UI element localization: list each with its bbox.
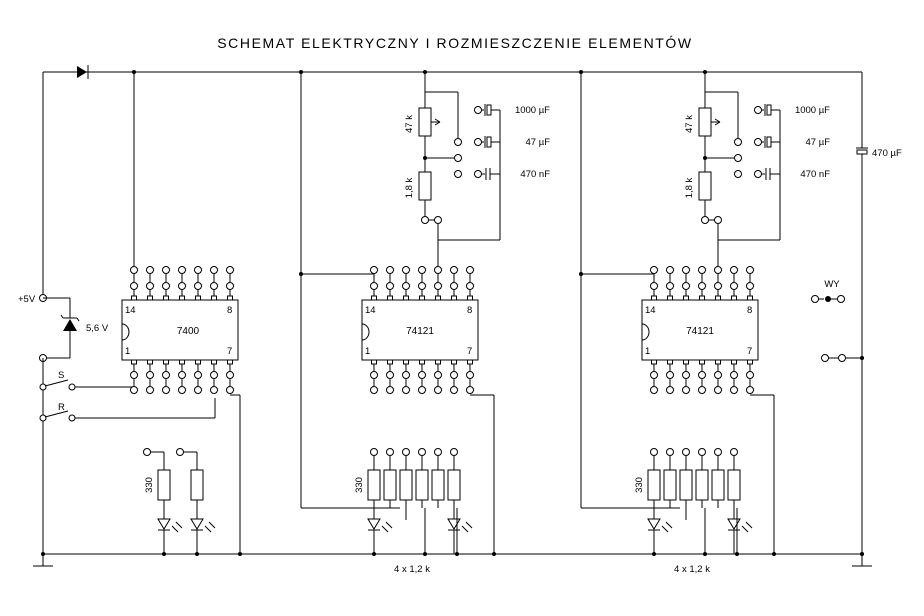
power-input: +5V 5,6 V — [18, 294, 109, 362]
output-terminals: WY — [811, 279, 864, 362]
mono-1-cap-2: 47 µF — [526, 137, 551, 148]
mono-2-array: 4 x 1,2 k — [674, 564, 710, 575]
mono-1-cap-3: 470 nF — [520, 169, 550, 180]
mono-2-pin8: 8 — [747, 305, 752, 316]
mono-1-pin8: 8 — [467, 305, 472, 316]
input-diode — [77, 65, 89, 79]
led-circuit-1: 330 — [143, 448, 183, 554]
chip-3-pins — [650, 266, 754, 394]
switch-set: S — [39, 370, 136, 391]
chip-7400-pin1: 1 — [125, 346, 130, 357]
mono-output-circuits — [367, 448, 753, 554]
mono-2-pin14: 14 — [645, 305, 656, 316]
led-resistor-1-value: 330 — [144, 477, 155, 493]
mono-1-output-stage — [367, 448, 473, 554]
chip-pin-rows — [130, 266, 754, 394]
mono-1-chip: 74121 — [406, 326, 434, 337]
led-circuit-2 — [176, 448, 216, 554]
mono-1-pin7: 7 — [467, 346, 472, 357]
monostable-1: 47 k 1,8 k 1000 µF 47 µF 470 nF — [299, 72, 550, 575]
mono-1-res: 1,8 k — [404, 177, 415, 198]
mono-2-pin1: 1 — [645, 346, 650, 357]
power-label: +5V — [18, 294, 36, 305]
mono-1-array: 4 x 1,2 k — [394, 564, 430, 575]
supply-rails — [42, 71, 862, 555]
chip-7400-pin14: 14 — [125, 305, 136, 316]
chip-2-pins — [370, 266, 474, 394]
switch-reset-label: R — [58, 402, 65, 413]
mono-2-cap-2: 47 µF — [806, 137, 831, 148]
output-label: WY — [824, 279, 840, 290]
switch-reset: R — [39, 398, 216, 422]
bulk-capacitor: 470 µF — [856, 72, 902, 554]
zener-label: 5,6 V — [86, 323, 109, 334]
chip-7400: 7400 14 8 1 7 — [121, 299, 239, 361]
mono-1-pin14: 14 — [365, 305, 376, 316]
chip-7400-pin7: 7 — [227, 346, 232, 357]
monostable-2: 47 k 1,8 k 1000 µF 47 µF 470 nF — [579, 72, 830, 575]
mono-1-res330: 330 — [354, 477, 365, 493]
mono-1-pin1: 1 — [365, 346, 370, 357]
chip-7400-pin8: 8 — [227, 305, 232, 316]
mono-2-pot: 47 k — [684, 115, 695, 133]
bulk-capacitor-value: 470 µF — [872, 148, 902, 159]
mono-2-cap-1: 1000 µF — [795, 105, 830, 116]
mono-1-cap-1: 1000 µF — [515, 105, 550, 116]
mono-2-res330: 330 — [634, 477, 645, 493]
mono-1-pot: 47 k — [404, 115, 415, 133]
mono-2-pin7: 7 — [747, 346, 752, 357]
mono-2-cap-3: 470 nF — [800, 169, 830, 180]
mono-2-output-stage — [647, 448, 753, 554]
switch-set-label: S — [58, 370, 64, 381]
chip-7400-label: 7400 — [177, 326, 200, 337]
chip-1-pins — [130, 266, 234, 394]
mono-2-chip: 74121 — [686, 326, 714, 337]
schematic-title: SCHEMAT ELEKTRYCZNY I ROZMIESZCZENIE ELE… — [217, 35, 693, 51]
mono-2-res: 1,8 k — [684, 177, 695, 198]
